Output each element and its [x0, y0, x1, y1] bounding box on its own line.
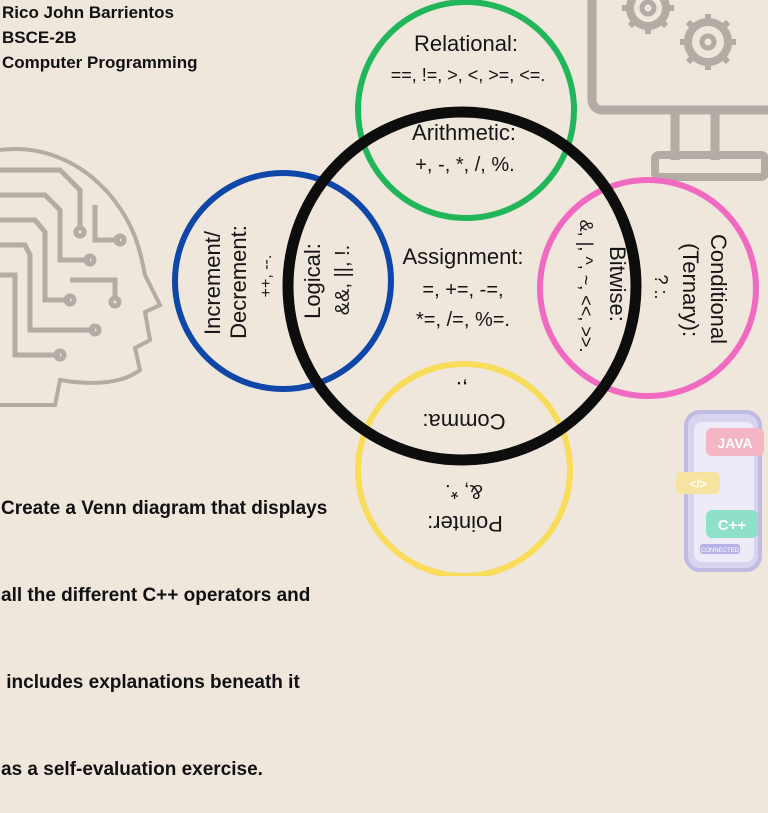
assignment-ops-line2: *=, /=, %=.: [416, 309, 510, 331]
incdec-circle: [172, 170, 394, 392]
venn-canvas: JAVA </> C++ CONNECTED Relational: ==, !…: [0, 0, 768, 576]
incdec-title-line2: Decrement:: [226, 225, 251, 339]
author-header: Rico John Barrientos BSCE-2B Computer Pr…: [2, 0, 198, 75]
conditional-ops: ? :.: [651, 274, 671, 299]
phone-badges-decoration: JAVA </> C++ CONNECTED: [676, 410, 764, 572]
incdec-ops: ++, --.: [258, 255, 275, 298]
java-badge-label: JAVA: [717, 435, 752, 451]
instructions-line-2: all the different C++ operators and: [1, 585, 311, 606]
section-label: BSCE-2B: [2, 28, 77, 47]
relational-circle: [355, 0, 577, 221]
bitwise-title: Bitwise:: [605, 246, 630, 322]
arithmetic-title: Arithmetic:: [412, 120, 516, 145]
course-label: Computer Programming: [2, 53, 198, 72]
central-circle: [282, 106, 642, 466]
comma-pointer-circle: [355, 361, 573, 576]
relational-ops: ==, !=, >, <, >=, <=.: [391, 65, 546, 85]
cpp-badge-label: C++: [718, 517, 747, 534]
bitwise-ops: &, |, ^, ~, <<, >>.: [576, 220, 596, 353]
instructions-line-3: includes explanations beneath it: [1, 672, 300, 693]
connected-tag: CONNECTED: [701, 548, 740, 554]
assignment-ops-line1: =, +=, -=,: [422, 279, 503, 301]
instructions-line-4: as a self-evaluation exercise.: [1, 759, 263, 780]
pointer-title: Pointer:: [427, 511, 503, 536]
logical-ops: &&, ||, !.: [332, 245, 354, 315]
arithmetic-ops: +, -, *, /, %.: [415, 154, 514, 176]
code-badge-label: </>: [689, 477, 706, 491]
incdec-title-line1: Increment/: [200, 230, 225, 335]
conditional-title-line2: (Ternary):: [678, 243, 703, 337]
instructions: Create a Venn diagram that displays all …: [1, 436, 361, 813]
assignment-title: Assignment:: [402, 244, 523, 269]
conditional-circle: [537, 177, 759, 399]
relational-title: Relational:: [414, 31, 518, 56]
instructions-line-1: Create a Venn diagram that displays: [1, 498, 328, 519]
pointer-ops: &, *.: [445, 480, 483, 502]
logical-title: Logical:: [300, 243, 325, 319]
circuit-head-decoration: [0, 147, 163, 407]
author-name: Rico John Barrientos: [2, 3, 174, 22]
monitor-gears-decoration: [587, 0, 768, 181]
comma-ops: ,.: [456, 377, 468, 402]
comma-title: Comma:: [422, 409, 505, 434]
conditional-title-line1: Conditional: [706, 234, 731, 344]
